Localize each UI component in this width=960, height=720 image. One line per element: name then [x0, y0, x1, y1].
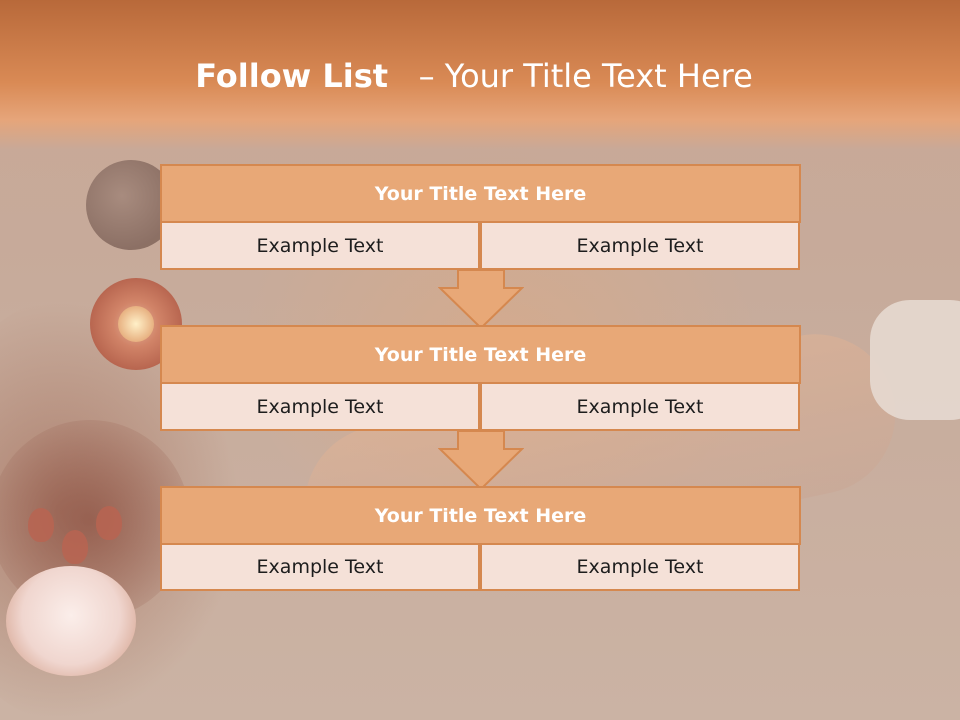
- down-arrow-icon: [438, 270, 524, 330]
- slide-title-rest: – Your Title Text Here: [418, 57, 753, 95]
- list-block: Your Title Text Here Example Text Exampl…: [160, 164, 801, 272]
- slide-title-bold: Follow List: [195, 57, 389, 95]
- list-block: Your Title Text Here Example Text Exampl…: [160, 486, 801, 591]
- list-block: Your Title Text Here Example Text Exampl…: [160, 325, 801, 433]
- bg-shape: [96, 506, 122, 540]
- down-arrow-icon: [438, 431, 524, 491]
- block-cell-left: Example Text: [160, 221, 480, 270]
- block-cell-right: Example Text: [480, 221, 800, 270]
- bg-shape: [870, 300, 960, 420]
- slide-title: Follow List – Your Title Text Here: [0, 56, 954, 96]
- block-cell-left: Example Text: [160, 543, 480, 591]
- block-title: Your Title Text Here: [160, 325, 801, 384]
- block-title: Your Title Text Here: [160, 164, 801, 223]
- bg-shape: [62, 530, 88, 564]
- block-title: Your Title Text Here: [160, 486, 801, 545]
- bg-shape: [28, 508, 54, 542]
- block-cell-left: Example Text: [160, 382, 480, 431]
- bg-shape: [118, 306, 154, 342]
- block-cell-right: Example Text: [480, 543, 800, 591]
- bg-shape: [6, 566, 136, 676]
- block-cell-right: Example Text: [480, 382, 800, 431]
- header-band: [0, 0, 960, 150]
